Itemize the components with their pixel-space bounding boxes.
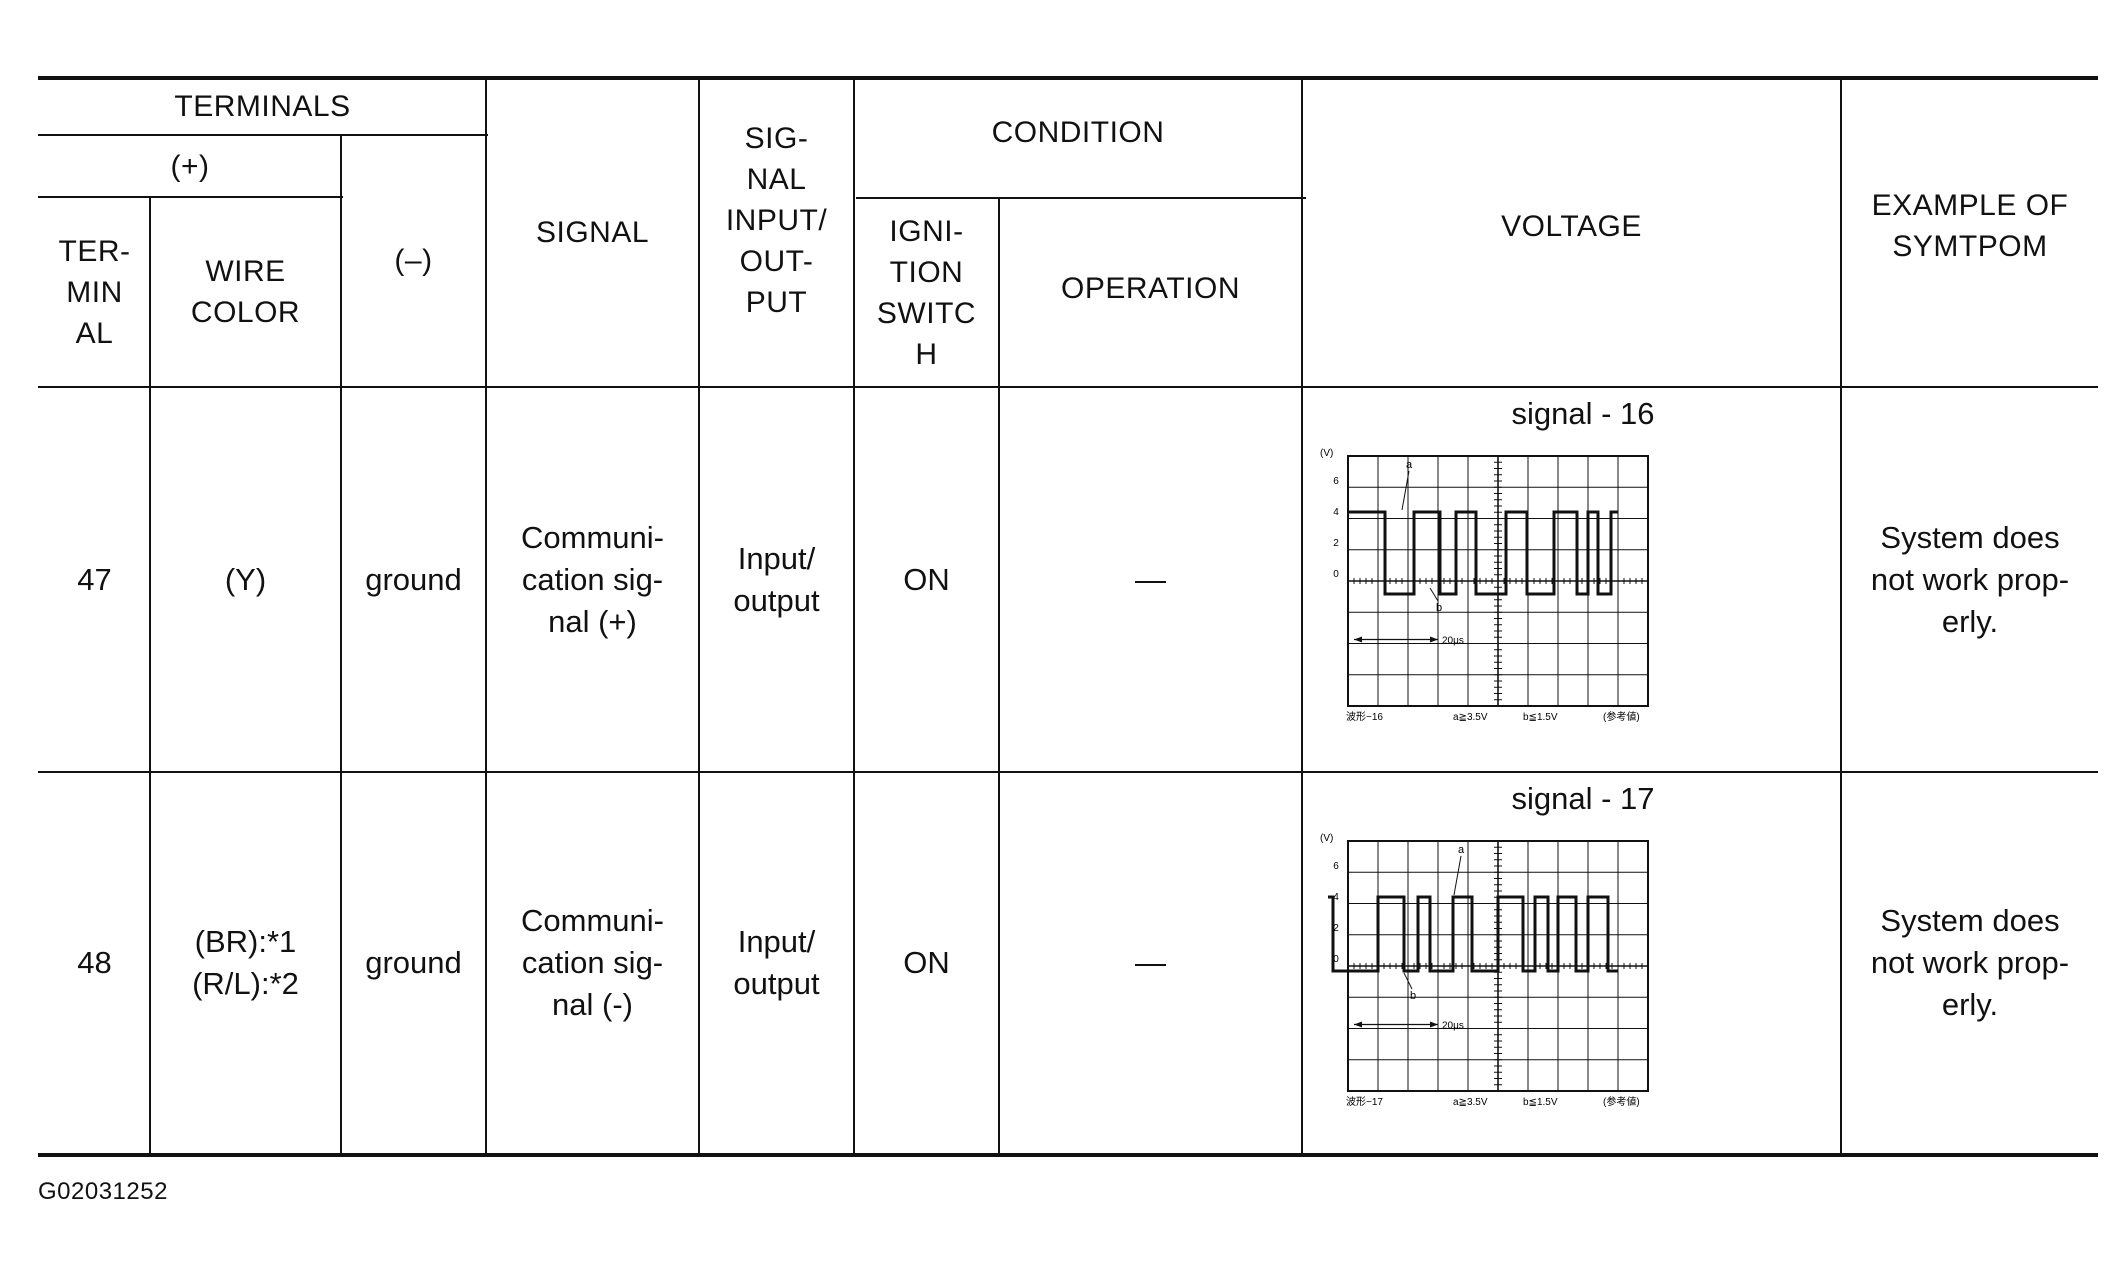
scope-time-label: 20μs: [1442, 636, 1464, 647]
scope-marker-b: b: [1410, 990, 1416, 1002]
time-arrow-head: [1430, 1021, 1438, 1028]
time-arrow-head: [1354, 1021, 1362, 1028]
scope-footer-text: 波形−16: [1346, 710, 1383, 723]
time-arrow-head: [1430, 636, 1438, 643]
row-48-voltage-caption: signal - 17: [1511, 781, 1655, 816]
header-terminal: TER- MIN AL: [58, 234, 131, 350]
header-example: EXAMPLE OF SYMTPOM: [1871, 189, 2069, 263]
scope-marker-b: b: [1436, 602, 1442, 614]
col-rule-operation: [1301, 78, 1303, 1155]
marker-b-leader: [1429, 587, 1439, 602]
row-48-io: Input/ output: [733, 924, 820, 1001]
row-47-example: System does not work prop- erly.: [1870, 519, 2070, 639]
col-rule-terminal: [149, 196, 151, 1155]
scope-y-tick: 4: [1333, 892, 1339, 903]
scope-footer-text: a≧3.5V: [1453, 712, 1488, 723]
header-minus: (–): [394, 243, 433, 277]
scope-footer-text: (参考値): [1603, 710, 1640, 723]
header-signal: SIGNAL: [535, 215, 650, 249]
row-47-ignition: ON: [903, 561, 950, 597]
scope-footer-text: b≦1.5V: [1523, 712, 1558, 723]
row-48-example: System does not work prop- erly.: [1870, 903, 2070, 1022]
plus-underline: [38, 196, 343, 198]
scope-footer-text: 波形−17: [1346, 1095, 1383, 1108]
row-48-ignition: ON: [903, 945, 950, 980]
scope-y-tick: 2: [1333, 538, 1339, 549]
scope-footer-text: (参考値): [1603, 1095, 1640, 1108]
col-rule-voltage: [1840, 78, 1842, 1155]
scope-unit-label: (V): [1320, 448, 1333, 459]
row-47-signal: Communi- cation sig- nal (+): [521, 519, 664, 639]
header-terminals: TERMINALS: [174, 89, 351, 123]
oscilloscope-graticule: (V) 6 4 2 0 a b 20μs 波形−16 a≧3.5V b≦1.5V (参考値): [1320, 448, 1649, 723]
row-48-terminal: 48: [77, 945, 112, 980]
row-47-voltage-caption: signal - 16: [1511, 396, 1655, 431]
row-47-minus: ground: [365, 561, 462, 597]
row-divider: [38, 771, 2098, 773]
col-rule-ignition: [998, 197, 1000, 1155]
header-voltage: VOLTAGE: [1501, 209, 1642, 243]
signal-waveform: [1328, 895, 1618, 973]
scope-time-label: 20μs: [1442, 1021, 1464, 1032]
header-operation: OPERATION: [1061, 271, 1240, 305]
row-47-oscilloscope-trace: (V) 6 4 2 0 a b 20μs 波形−16 a≧3.5V b≦1.5V (参考値): [1318, 446, 1678, 736]
row-48-minus: ground: [365, 945, 462, 980]
row-48-oscilloscope-trace: (V) 6 4 2 0 a b 20μs 波形−17 a≧3.5V b≦1.5V (参考値): [1318, 831, 1678, 1121]
condition-underline: [856, 197, 1306, 199]
header-plus: (+): [170, 149, 210, 183]
header-wire-color: WIRE COLOR: [190, 255, 301, 329]
scope-y-tick: 6: [1333, 861, 1339, 872]
scope-marker-a: a: [1406, 459, 1413, 471]
col-rule-wire: [340, 134, 342, 1155]
marker-b-leader: [1403, 972, 1413, 990]
figure-code: G02031252: [38, 1178, 168, 1205]
col-rule-signal: [698, 78, 700, 1155]
row-47-operation: —: [1135, 561, 1166, 597]
scope-marker-a: a: [1458, 844, 1465, 856]
scope-y-tick: 0: [1333, 569, 1339, 580]
row-47-wire-color: (Y): [224, 561, 267, 597]
table-top-rule: [38, 76, 2098, 80]
row-48-wire-color: (BR):*1 (R/L):*2: [192, 924, 299, 1001]
header-ignition-switch: IGNI- TION SWITC H: [876, 214, 977, 371]
scope-y-tick: 0: [1333, 954, 1339, 965]
header-signal-io: SIG- NAL INPUT/ OUT- PUT: [725, 121, 828, 319]
row-48-operation: —: [1135, 945, 1166, 980]
scope-y-tick: 6: [1333, 476, 1339, 487]
col-rule-io: [853, 78, 855, 1155]
row-47-terminal: 47: [77, 561, 112, 597]
signal-waveform: [1348, 510, 1618, 596]
scope-y-tick: 4: [1333, 507, 1339, 518]
marker-a-leader: [1401, 470, 1410, 511]
header-condition: CONDITION: [991, 115, 1165, 149]
row-47-io: Input/ output: [733, 540, 820, 618]
scope-y-tick: 2: [1333, 923, 1339, 934]
header-bottom-rule: [38, 386, 2098, 388]
scope-footer-text: a≧3.5V: [1453, 1097, 1488, 1108]
oscilloscope-graticule: (V) 6 4 2 0 a b 20μs 波形−17 a≧3.5V b≦1.5V (参考値): [1320, 833, 1649, 1108]
time-arrow-head: [1354, 636, 1362, 643]
scope-unit-label: (V): [1320, 833, 1333, 844]
table-bottom-rule: [38, 1153, 2098, 1157]
row-48-signal: Communi- cation sig- nal (-): [521, 903, 664, 1022]
col-rule-minus: [485, 78, 487, 1155]
marker-a-leader: [1453, 855, 1462, 896]
scope-footer-text: b≦1.5V: [1523, 1097, 1558, 1108]
terminals-underline: [38, 134, 488, 136]
